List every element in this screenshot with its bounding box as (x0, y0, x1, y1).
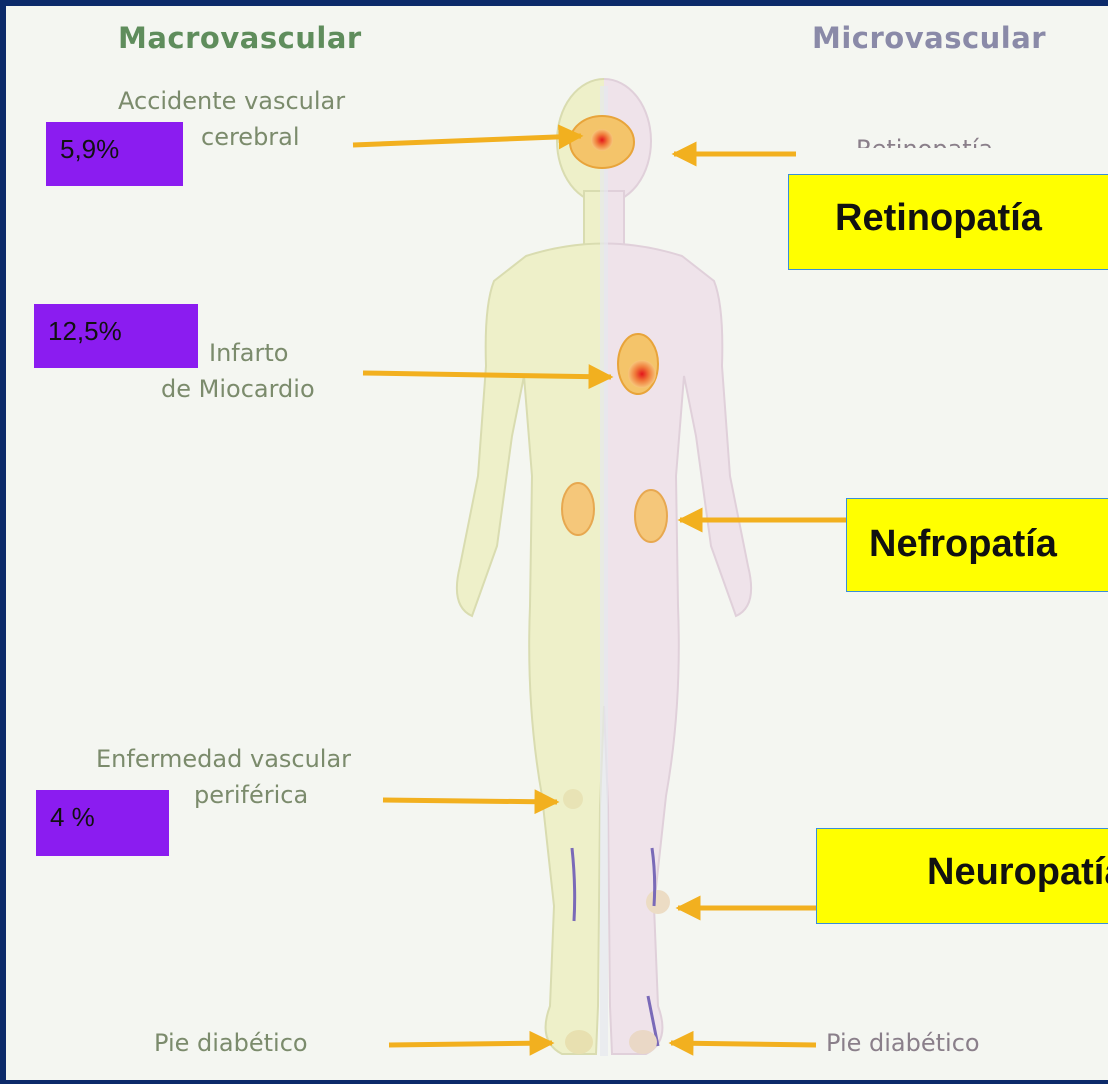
knee-spot-icon (563, 789, 583, 809)
left-foot-spot-icon (565, 1030, 593, 1054)
mi-label-line2: de Miocardio (161, 374, 315, 404)
pvd-label-line1: Enfermedad vascular (96, 744, 351, 774)
macrovascular-header: Macrovascular (118, 21, 362, 55)
foot-label-left: Pie diabético (154, 1028, 308, 1058)
nephropathy-callout: Nefropatía (846, 498, 1108, 592)
retinopathy-callout: Retinopatía (788, 174, 1108, 270)
stroke-percent-badge: 5,9% (46, 122, 183, 186)
pvd-percent-badge: 4 % (36, 790, 169, 856)
calf-spot-icon (646, 890, 670, 914)
neuropathy-callout: Neuropatía (816, 828, 1108, 924)
arrow-pvd (383, 800, 557, 802)
right-foot-spot-icon (629, 1030, 657, 1054)
stroke-label-line1: Accidente vascular (118, 86, 345, 116)
mi-label-line1: Infarto (209, 338, 288, 368)
arrow-foot-right (671, 1043, 816, 1045)
pvd-label-line2: periférica (194, 780, 308, 810)
arrow-foot-left (389, 1043, 552, 1045)
diagram-panel: Macrovascular Microvascular Accidente va… (6, 6, 1108, 1080)
brain-icon (570, 116, 634, 168)
arrow-stroke (353, 136, 581, 145)
microvascular-header: Microvascular (812, 21, 1046, 55)
foot-label-right: Pie diabético (826, 1028, 980, 1058)
stroke-label-line2: cerebral (201, 122, 300, 152)
heart-icon (618, 334, 658, 394)
mi-percent-badge: 12,5% (34, 304, 198, 368)
